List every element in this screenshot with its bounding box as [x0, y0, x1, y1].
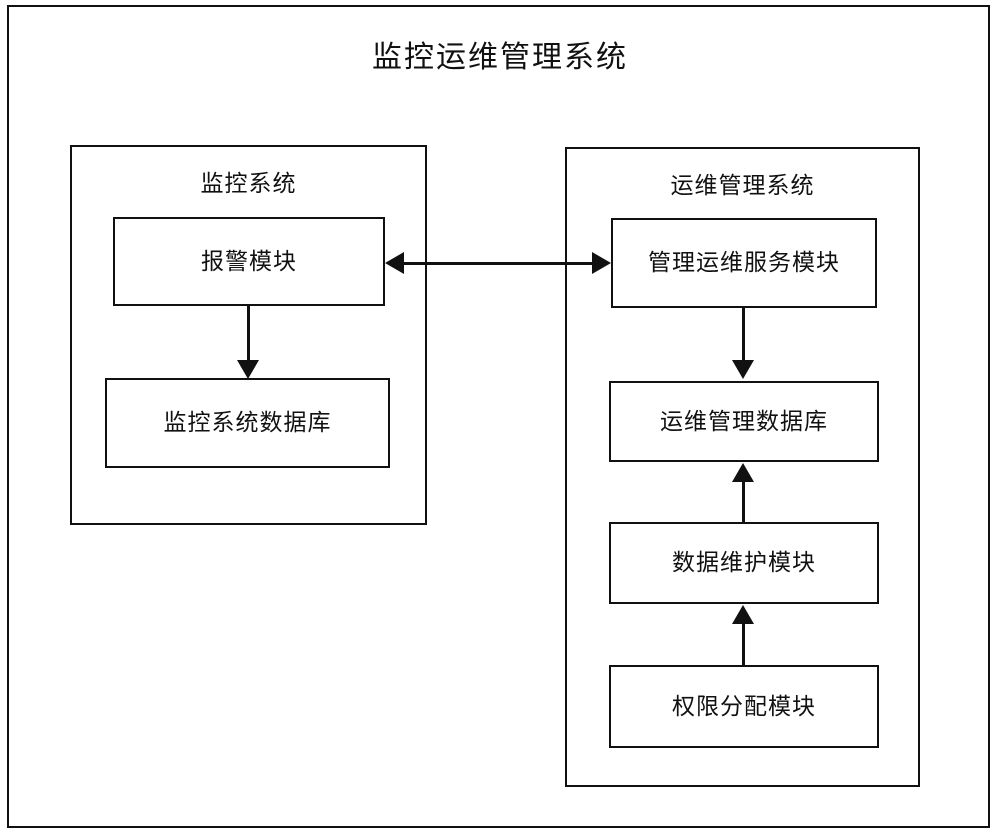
arrow-right-icon-alarm-to-ops-service [592, 252, 611, 274]
arrow-down-icon-ops-service-to-ops-db [732, 360, 754, 379]
module-monitor-database[interactable]: 监控系统数据库 [105, 378, 390, 468]
connector-data-maint-to-ops-db-line [742, 480, 745, 522]
module-data-maintenance[interactable]: 数据维护模块 [609, 522, 879, 604]
arrow-up-icon-data-maint-to-ops-db [732, 463, 754, 482]
module-label-monitor-database: 监控系统数据库 [163, 410, 332, 436]
connector-auth-alloc-to-data-maint-line [742, 622, 745, 665]
module-label-ops-database: 运维管理数据库 [660, 408, 828, 435]
subsystem-title-monitor-system: 监控系统 [200, 171, 297, 197]
connector-alarm-to-monitor-db-line [247, 306, 250, 364]
module-label-alarm: 报警模块 [201, 248, 297, 275]
page-title: 监控运维管理系统 [372, 40, 628, 75]
arrow-up-icon-auth-alloc-to-data-maint [732, 605, 754, 624]
module-ops-database[interactable]: 运维管理数据库 [609, 381, 879, 462]
connector-alarm-ops-service-line [404, 262, 594, 265]
connector-ops-service-to-ops-db-line [742, 308, 745, 362]
subsystem-title-ops-management-system: 运维管理系统 [670, 173, 815, 199]
module-authority-allocation[interactable]: 权限分配模块 [609, 665, 879, 748]
module-alarm[interactable]: 报警模块 [113, 217, 385, 306]
arrow-left-icon-ops-service-to-alarm [385, 252, 404, 274]
arrow-down-icon-alarm-to-monitor-db [237, 360, 259, 379]
module-ops-service[interactable]: 管理运维服务模块 [611, 218, 877, 308]
module-label-authority-allocation: 权限分配模块 [672, 693, 816, 720]
module-label-ops-service: 管理运维服务模块 [648, 250, 840, 276]
module-label-data-maintenance: 数据维护模块 [672, 550, 816, 576]
